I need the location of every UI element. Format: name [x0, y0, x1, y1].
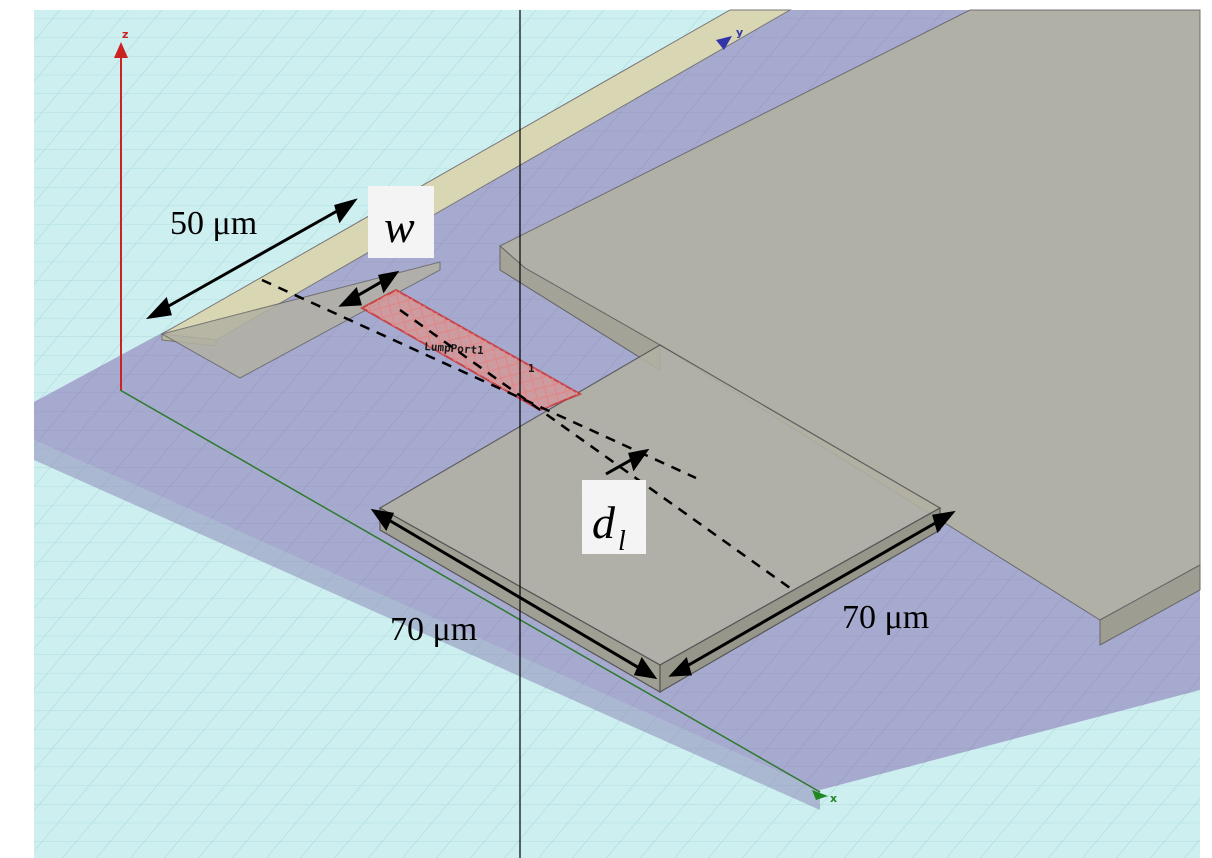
substrate-front-left: [34, 440, 820, 810]
guide-line-bottom: [399, 308, 791, 590]
dl-label-box: [582, 480, 646, 554]
x-axis-label: x: [830, 792, 837, 805]
y-axis-arrowhead: [716, 36, 732, 50]
w-label-box: [368, 186, 434, 258]
z-axis-label: z: [122, 28, 128, 41]
ground-slab-side: [1099, 564, 1201, 646]
feedline-slab-top: [160, 261, 441, 379]
dim-arrow-w: [338, 270, 400, 307]
dim-label-w: w: [384, 201, 415, 252]
dim-arrow-dl: [605, 448, 650, 476]
guide-line-top: [261, 278, 697, 480]
lumped-port-number: 1: [528, 362, 535, 375]
dim-label-70um-right: 70 μm: [842, 599, 929, 636]
dim-label-d: d: [592, 497, 616, 548]
dim-label-70um-left: 70 μm: [390, 611, 477, 648]
y-axis-label: y: [736, 26, 743, 39]
z-axis-arrowhead: [114, 42, 128, 58]
substrate-edge-x: [119, 389, 821, 793]
dim-arrow-70um-left: [370, 508, 658, 680]
x-axis-arrowhead: [812, 790, 828, 800]
lumped-port-hatch: [362, 290, 580, 410]
dim-arrow-50um: [145, 198, 358, 320]
dim-label-50um: 50 μm: [170, 205, 257, 242]
dim-arrow-70um-right: [668, 510, 956, 677]
dim-label-l-subscript: l: [618, 526, 626, 557]
lumped-port-label: LumpPort1: [424, 340, 485, 357]
